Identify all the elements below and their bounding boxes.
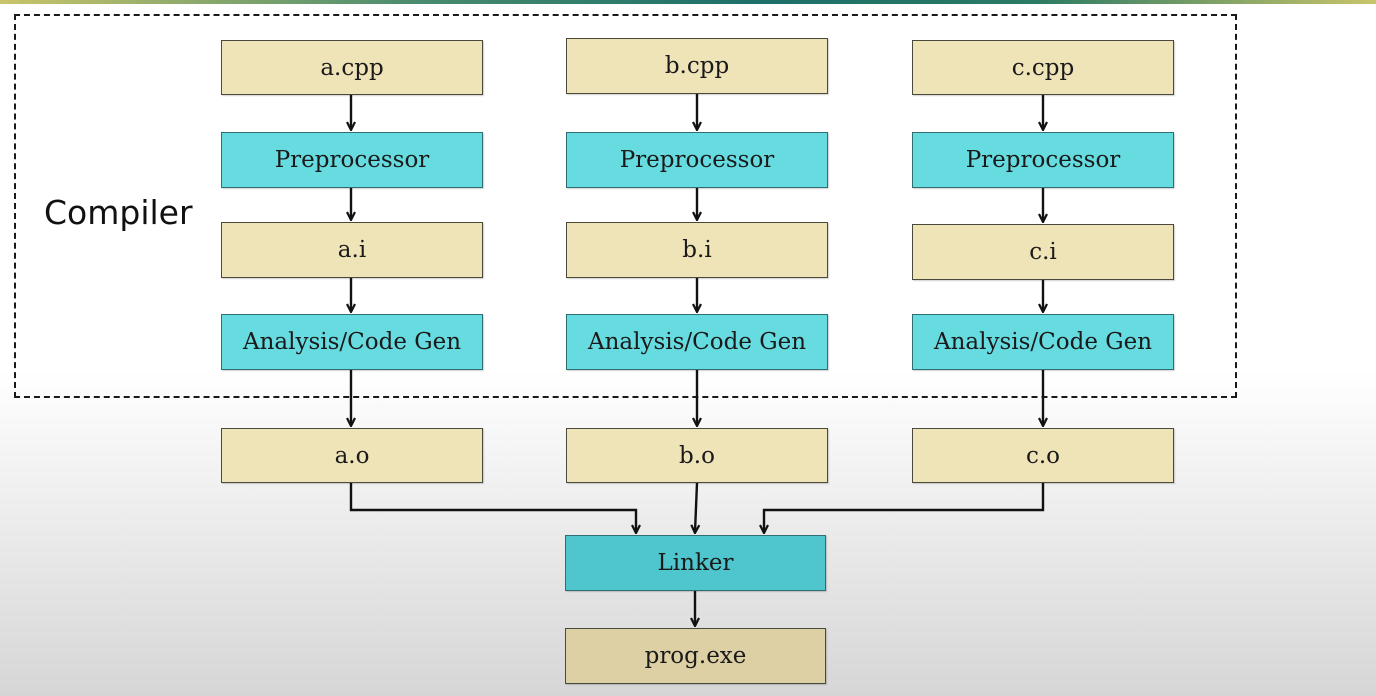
intermediate-file-c: c.i: [912, 224, 1174, 280]
arrow-a-object-to-linker: [349, 483, 636, 532]
source-file-c: c.cpp: [912, 40, 1174, 95]
object-file-a: a.o: [221, 428, 483, 483]
codegen-a: Analysis/Code Gen: [221, 314, 483, 370]
preprocessor-c: Preprocessor: [912, 132, 1174, 188]
arrow-c-object-to-linker: [764, 483, 1045, 532]
source-file-b: b.cpp: [566, 38, 828, 94]
top-accent-bar: [0, 0, 1376, 4]
preprocessor-b: Preprocessor: [566, 132, 828, 188]
compiler-boundary: [14, 14, 1237, 398]
codegen-c: Analysis/Code Gen: [912, 314, 1174, 370]
intermediate-file-a: a.i: [221, 222, 483, 278]
preprocessor-a: Preprocessor: [221, 132, 483, 188]
source-file-a: a.cpp: [221, 40, 483, 95]
object-file-b: b.o: [566, 428, 828, 483]
object-file-c: c.o: [912, 428, 1174, 483]
intermediate-file-b: b.i: [566, 222, 828, 278]
linker: Linker: [565, 535, 826, 591]
output-executable: prog.exe: [565, 628, 826, 684]
arrow-b-object-to-linker: [695, 482, 697, 532]
compiler-label: Compiler: [44, 193, 193, 232]
codegen-b: Analysis/Code Gen: [566, 314, 828, 370]
